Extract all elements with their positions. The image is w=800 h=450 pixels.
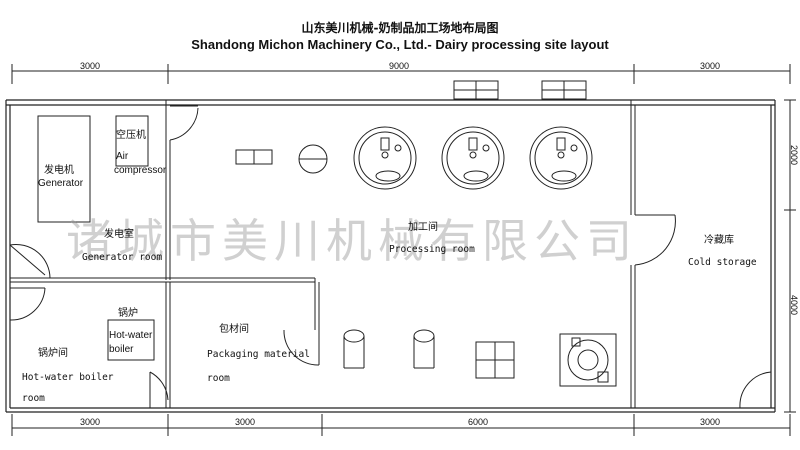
door-generator-processing [169,105,199,141]
packaging-room-label-cn: 包材间 [219,324,249,335]
air-compressor-unit [115,115,149,167]
processing-tank-2 [441,126,505,190]
vertical-tank-1 [343,329,365,369]
generator-label-en: Generator [38,178,84,189]
top-dimension-line [11,64,791,84]
dim-bottom-3: 6000 [468,417,489,427]
packaging-room-label-en-2: room [207,373,230,384]
air-compressor-label-en-1: Air [116,151,129,162]
door-cold-exterior [739,371,772,409]
dim-top-2: 9000 [389,61,410,71]
cold-storage-label-en: Cold storage [688,257,757,268]
generator-room-label-en: Generator room [82,252,163,263]
bottom-dimension-line [11,414,791,436]
generator-room-label-cn: 发电室 [104,229,134,240]
door-generator-exterior [9,243,51,279]
door-processing-cold [634,214,676,266]
outer-walls [5,99,776,413]
air-compressor-label-en-2: compressor [114,165,167,176]
pump-unit [298,144,328,174]
window-top-2 [541,80,587,100]
door-boiler-exterior [9,287,46,321]
boiler-label-en-2: boiler [109,344,134,355]
square-equipment [475,341,515,379]
boiler-unit [107,319,155,361]
boiler-room-label-cn: 锅炉间 [38,348,68,359]
title-english: Shandong Michon Machinery Co., Ltd.- Dai… [191,37,609,52]
right-dimension-line [784,99,796,413]
dim-bottom-1: 3000 [80,417,101,427]
processing-room-label-en: Processing room [389,244,475,255]
dim-top-1: 3000 [80,61,101,71]
dim-bottom-4: 3000 [700,417,721,427]
boiler-room-label-en-1: Hot-water boiler [22,372,114,383]
filling-machine [559,333,617,387]
interior-walls [10,100,636,408]
air-compressor-label-cn: 空压机 [116,130,146,141]
processing-tank-1 [353,126,417,190]
dim-right-2: 4000 [789,295,799,316]
boiler-label-cn: 锅炉 [118,308,138,319]
boiler-label-en-1: Hot-water [109,330,153,341]
vertical-tank-2 [413,329,435,369]
generator-unit [37,115,91,223]
dim-top-3: 3000 [700,61,721,71]
window-top-1 [453,80,499,100]
control-cabinet [235,149,273,165]
watermark: 诸城市美川机械有限公司 [66,214,638,268]
processing-tank-3 [529,126,593,190]
packaging-room-label-en-1: Packaging material [207,349,310,360]
processing-room-label-cn: 加工间 [408,222,438,233]
cold-storage-label-cn: 冷藏库 [704,235,734,246]
door-packaging-processing [283,329,320,366]
boiler-room-label-en-2: room [22,393,45,404]
door-boiler-bottom [149,371,169,408]
title-chinese: 山东美川机械-奶制品加工场地布局图 [301,21,499,35]
dim-right-1: 2000 [789,145,799,166]
dim-bottom-2: 3000 [235,417,256,427]
generator-label-cn: 发电机 [44,165,74,176]
